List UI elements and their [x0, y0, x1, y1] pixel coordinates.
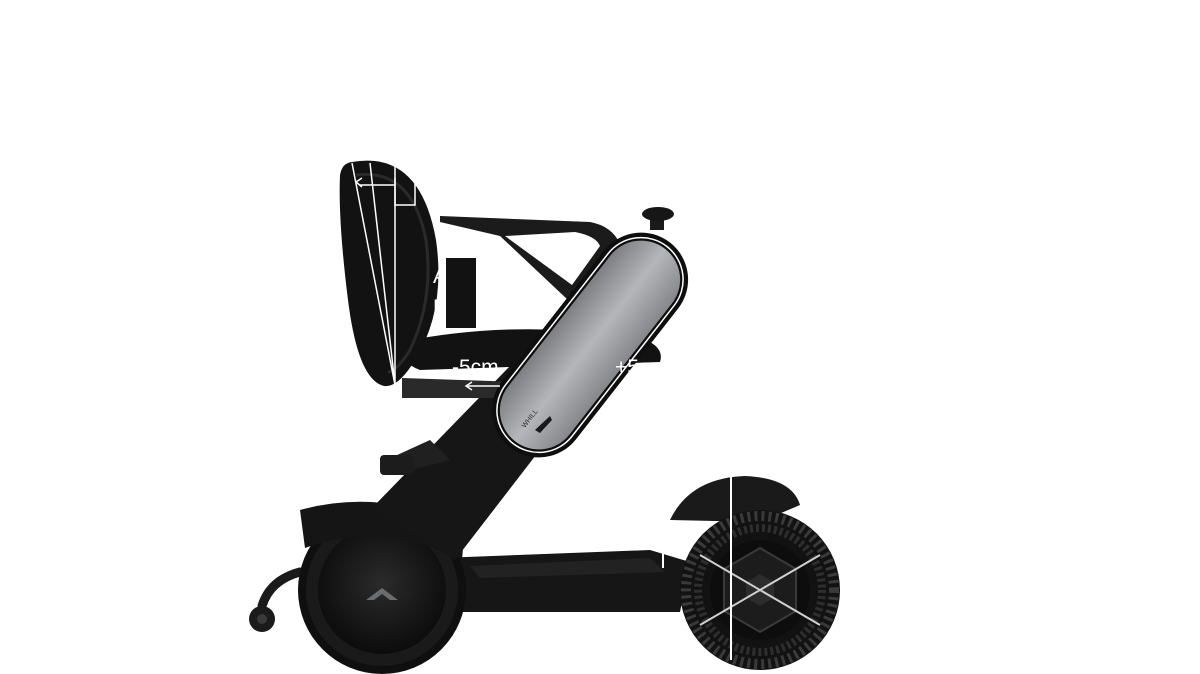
recline-guide-lines: [351, 162, 416, 386]
brand-logo: [535, 416, 552, 433]
joystick: [642, 207, 674, 230]
backrest-mask: [446, 258, 476, 328]
partial-letter-a: A: [433, 265, 447, 288]
seat-slide-arrow-left: [464, 381, 500, 391]
seat-slide-minus-label: -5cm: [452, 356, 499, 379]
arm-panel: WHILL: [491, 232, 689, 458]
front-wheel: [670, 476, 840, 670]
control-box: [380, 455, 414, 475]
base-frame-top: [470, 558, 665, 578]
partial-letter-p: P: [433, 296, 447, 319]
seat-base: [402, 378, 520, 398]
anti-tip-caster: [249, 567, 305, 632]
backrest: [339, 160, 439, 387]
armrest: [440, 216, 620, 300]
seat-slide-plus-label: +5cm: [615, 356, 667, 379]
base-frame: [440, 550, 690, 612]
